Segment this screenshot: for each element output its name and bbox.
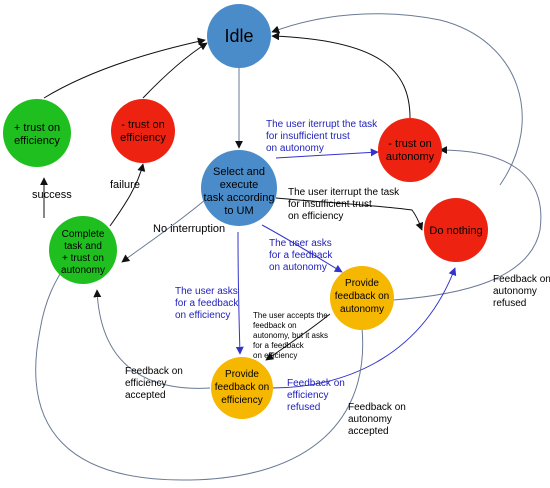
label-no-interruption: No interruption bbox=[153, 223, 225, 235]
node-minus-trust-autonomy-line-1: - trust on bbox=[388, 138, 431, 150]
label-asks-efficiency-line-2: for a feedback bbox=[175, 298, 239, 309]
label-accepts-autonomy-line-3: autonomy, but it asks bbox=[253, 331, 328, 340]
node-provide-feedback-autonomy-line-1: Provide bbox=[345, 278, 379, 289]
label-efficiency-accepted-line-3: accepted bbox=[125, 390, 166, 401]
edge-select-to-minus-aut bbox=[275, 148, 379, 159]
node-trust-efficiency: + trust on efficiency bbox=[3, 99, 71, 167]
edge-labels: success failure No interruption The user… bbox=[32, 119, 550, 437]
edge-minus-eff-to-idle bbox=[142, 42, 208, 99]
node-minus-trust-autonomy: - trust on autonomy bbox=[378, 118, 442, 182]
node-trust-efficiency-line-1: + trust on bbox=[14, 122, 60, 134]
node-provide-feedback-efficiency: Provide feedback on efficiency bbox=[211, 357, 273, 419]
label-accepts-autonomy-line-2: feedback on bbox=[253, 321, 297, 330]
label-asks-autonomy-line-2: for a feedback bbox=[269, 250, 333, 261]
label-interrupt-autonomy-line-1: The user iterrupt the task bbox=[266, 119, 378, 130]
node-complete-task-line-1: Complete bbox=[62, 229, 105, 240]
node-trust-efficiency-line-2: efficiency bbox=[14, 135, 60, 147]
edge-complete-to-minus-eff bbox=[109, 163, 146, 227]
edge-select-to-do-nothing bbox=[275, 197, 424, 231]
node-minus-trust-efficiency: - trust on efficiency bbox=[111, 99, 175, 163]
label-asks-efficiency-line-1: The user asks bbox=[175, 286, 238, 297]
edge-trust-eff-to-idle bbox=[43, 37, 206, 99]
label-success: success bbox=[32, 189, 72, 201]
label-efficiency-refused-line-1: Feedback on bbox=[287, 378, 345, 389]
node-provide-feedback-efficiency-line-1: Provide bbox=[225, 369, 259, 380]
node-minus-trust-efficiency-line-2: efficiency bbox=[120, 132, 166, 144]
edge-do-nothing-to-idle bbox=[271, 13, 523, 186]
edges bbox=[35, 13, 542, 481]
label-autonomy-accepted-line-3: accepted bbox=[348, 426, 389, 437]
node-select-execute-line-1: Select and bbox=[213, 166, 265, 178]
edge-select-to-prov-eff bbox=[235, 231, 244, 355]
edge-prov-aut-to-complete bbox=[35, 261, 364, 481]
node-provide-feedback-autonomy-line-2: feedback on bbox=[335, 291, 390, 302]
node-select-execute-line-2: execute bbox=[220, 179, 259, 191]
node-provide-feedback-efficiency-line-2: feedback on bbox=[215, 382, 270, 393]
edge-prov-eff-to-do-nothing bbox=[271, 267, 457, 389]
node-do-nothing-label: Do nothing bbox=[429, 225, 482, 237]
node-complete-task-line-2: task and bbox=[64, 241, 102, 252]
label-interrupt-autonomy-line-2: for insufficient trust bbox=[266, 131, 350, 142]
label-autonomy-accepted-line-2: autonomy bbox=[348, 414, 392, 425]
edge-prov-eff-to-complete bbox=[93, 289, 211, 389]
label-interrupt-efficiency-line-1: The user iterrupt the task bbox=[288, 187, 400, 198]
label-accepts-autonomy-line-1: The user accepts the bbox=[253, 311, 328, 320]
node-provide-feedback-autonomy: Provide feedback on autonomy bbox=[330, 266, 394, 330]
nodes: Idle + trust on efficiency - trust on ef… bbox=[3, 4, 488, 419]
label-autonomy-accepted-line-1: Feedback on bbox=[348, 402, 406, 413]
label-accepts-autonomy-line-5: on efficiency bbox=[253, 351, 297, 360]
edge-minus-aut-to-idle bbox=[271, 32, 411, 119]
node-minus-trust-autonomy-line-2: autonomy bbox=[386, 151, 435, 163]
edge-prov-aut-to-prov-eff bbox=[265, 313, 331, 361]
node-provide-feedback-efficiency-line-3: efficiency bbox=[221, 395, 263, 406]
edge-select-to-complete bbox=[121, 199, 206, 263]
label-asks-autonomy-line-3: on autonomy bbox=[269, 262, 327, 273]
label-efficiency-refused-line-3: refused bbox=[287, 402, 320, 413]
node-idle: Idle bbox=[207, 4, 271, 68]
label-failure: failure bbox=[110, 179, 140, 191]
node-select-execute-line-4: to UM bbox=[224, 205, 253, 217]
label-efficiency-accepted-line-2: efficiency bbox=[125, 378, 167, 389]
label-autonomy-refused-line-2: autonomy bbox=[493, 286, 537, 297]
label-interrupt-autonomy-line-3: on autonomy bbox=[266, 143, 324, 154]
label-asks-efficiency-line-3: on efficiency bbox=[175, 310, 230, 321]
label-efficiency-accepted-line-1: Feedback on bbox=[125, 366, 183, 377]
label-autonomy-refused-line-3: refused bbox=[493, 298, 526, 309]
label-accepts-autonomy-line-4: for a feedback bbox=[253, 341, 305, 350]
node-complete-task-line-3: + trust on bbox=[62, 253, 104, 264]
node-idle-label: Idle bbox=[224, 26, 253, 46]
node-provide-feedback-autonomy-line-3: autonomy bbox=[340, 304, 384, 315]
node-select-execute-line-3: task according bbox=[204, 192, 275, 204]
label-efficiency-refused-line-2: efficiency bbox=[287, 390, 329, 401]
edge-prov-aut-to-minus-aut bbox=[392, 146, 542, 301]
label-autonomy-refused-line-1: Feedback on bbox=[493, 274, 550, 285]
node-complete-task: Complete task and + trust on autonomy bbox=[49, 216, 117, 284]
node-complete-task-line-4: autonomy bbox=[61, 265, 105, 276]
label-asks-autonomy-line-1: The user asks bbox=[269, 238, 332, 249]
node-minus-trust-efficiency-line-1: - trust on bbox=[121, 119, 164, 131]
label-interrupt-efficiency-line-3: on efficiency bbox=[288, 211, 343, 222]
node-do-nothing: Do nothing bbox=[424, 198, 488, 262]
edge-select-to-prov-aut bbox=[261, 224, 343, 273]
label-interrupt-efficiency-line-2: for insufficient trust bbox=[288, 199, 372, 210]
node-select-execute: Select and execute task according to UM bbox=[201, 150, 277, 226]
